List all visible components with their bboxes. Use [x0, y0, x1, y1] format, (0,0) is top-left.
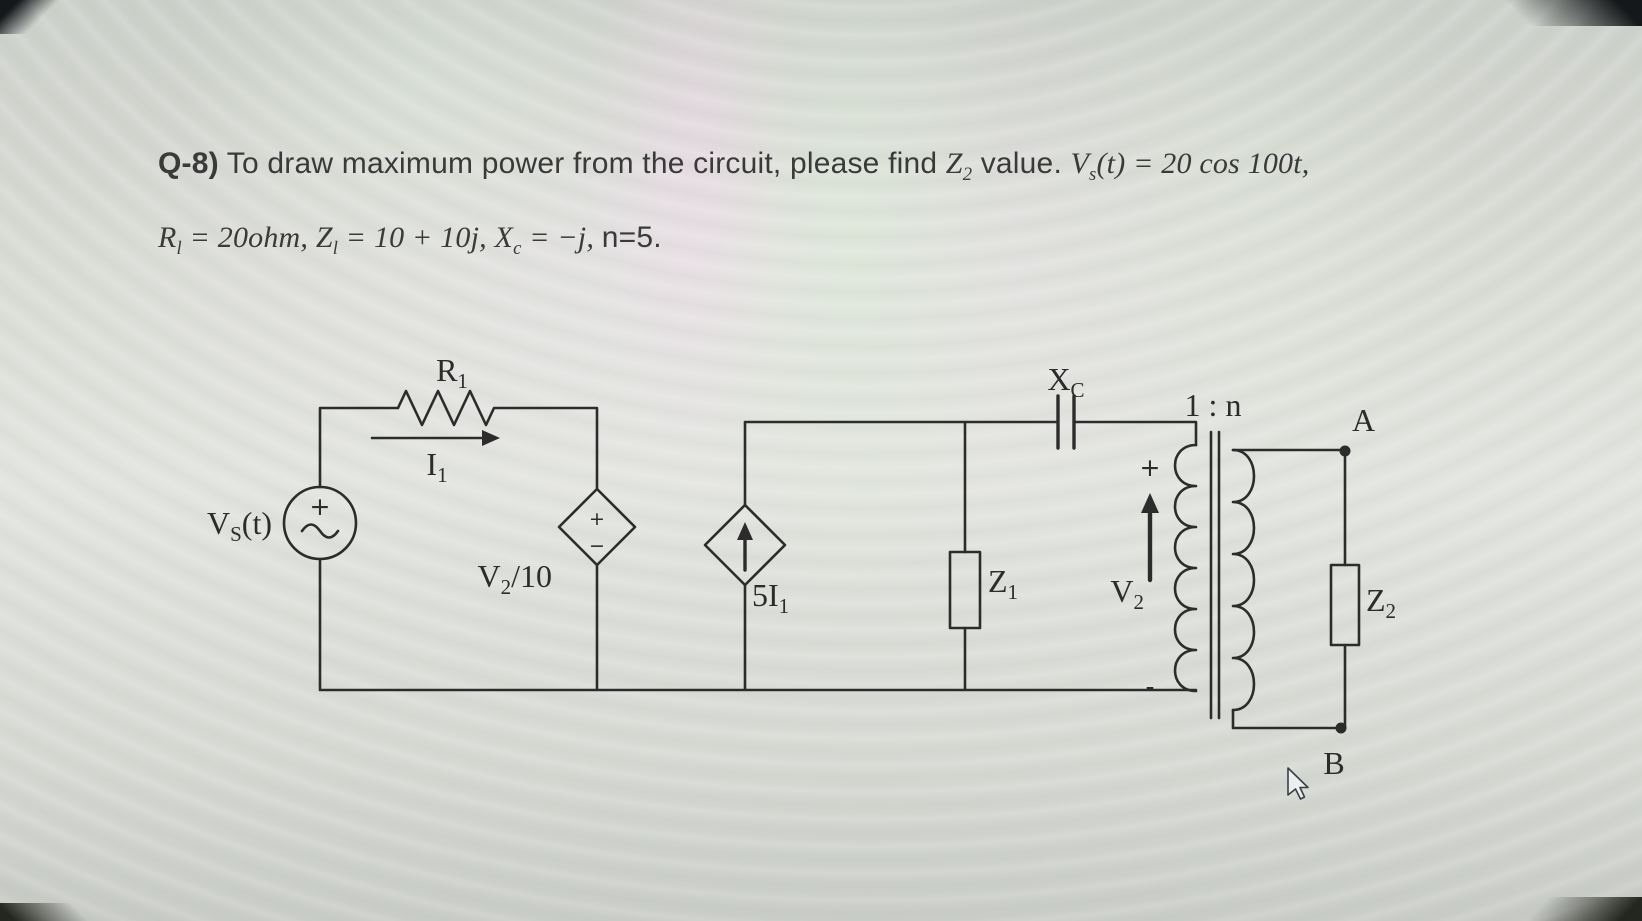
photo-corner-shadow: [1472, 897, 1642, 921]
capacitor-xc-label: XC: [1047, 361, 1084, 402]
impedance-z1-label: Z1: [988, 563, 1018, 604]
zl-symbol: Zl: [315, 221, 339, 259]
sine-wave-icon: [300, 523, 340, 539]
terminal-b-dot: [1335, 722, 1347, 734]
terminal-b-label: B: [1323, 745, 1344, 781]
transformer-secondary-coil: [1231, 448, 1256, 712]
terminal-a-dot: [1339, 445, 1351, 457]
dependent-voltage-source-symbol: [557, 487, 637, 567]
vs-equation: (t) = 20 cos 100t,: [1096, 147, 1310, 180]
v2-arrowhead: [1141, 493, 1159, 513]
zl-value: = 10 + 10j,: [338, 221, 495, 254]
terminal-a-label: A: [1352, 402, 1375, 438]
impedance-z1-box: [948, 550, 982, 630]
n-value: n=5.: [601, 221, 662, 254]
impedance-z2-box: [1329, 563, 1361, 647]
source-label: VS(t): [207, 505, 272, 546]
circuit-wires: [318, 389, 1347, 730]
dep-voltage-minus-sign: −: [589, 535, 605, 557]
dep-current-label: 5I1: [752, 577, 789, 618]
dep-voltage-label: V2/10: [478, 558, 553, 599]
problem-line-1: Q-8) To draw maximum power from the circ…: [158, 147, 1578, 185]
v2-label: V2: [1110, 573, 1144, 614]
photo-corner-shadow: [0, 0, 72, 34]
problem-statement: Q-8) To draw maximum power from the circ…: [158, 147, 1578, 259]
turns-ratio-label: 1 : n: [1185, 387, 1242, 423]
photo-corner-shadow: [1402, 0, 1642, 26]
z2-symbol: Z2: [945, 147, 973, 185]
current-i1-label: I1: [426, 446, 447, 487]
impedance-z2-label: Z2: [1366, 582, 1396, 623]
problem-text: To draw maximum power from the circuit, …: [218, 147, 946, 180]
dep-current-arrowhead: [737, 522, 753, 540]
v2-plus-sign: +: [1140, 453, 1161, 482]
xc-value: = −j,: [521, 221, 602, 254]
photo-corner-shadow: [0, 903, 130, 921]
problem-text: value.: [972, 147, 1071, 180]
problem-line-2: Rl = 20ohm, Zl = 10 + 10j, Xc = −j, n=5.: [158, 221, 1578, 259]
rl-value: = 20ohm,: [181, 221, 316, 254]
question-number: Q-8): [158, 147, 219, 180]
resistor-r1-label: R1: [436, 352, 468, 393]
dependent-current-source-symbol: [703, 503, 787, 587]
i1-arrowhead: [482, 430, 500, 446]
vs-symbol: Vs: [1070, 147, 1097, 185]
transformer-primary-coil: [1173, 443, 1198, 693]
rl-symbol: Rl: [158, 221, 182, 259]
xc-symbol: Xc: [494, 221, 522, 259]
source-plus-sign: +: [310, 492, 331, 521]
ac-source-symbol: [282, 485, 358, 561]
mouse-cursor: [1287, 767, 1309, 800]
v2-minus-sign: -: [1145, 672, 1154, 701]
dep-voltage-plus-sign: +: [589, 508, 605, 530]
